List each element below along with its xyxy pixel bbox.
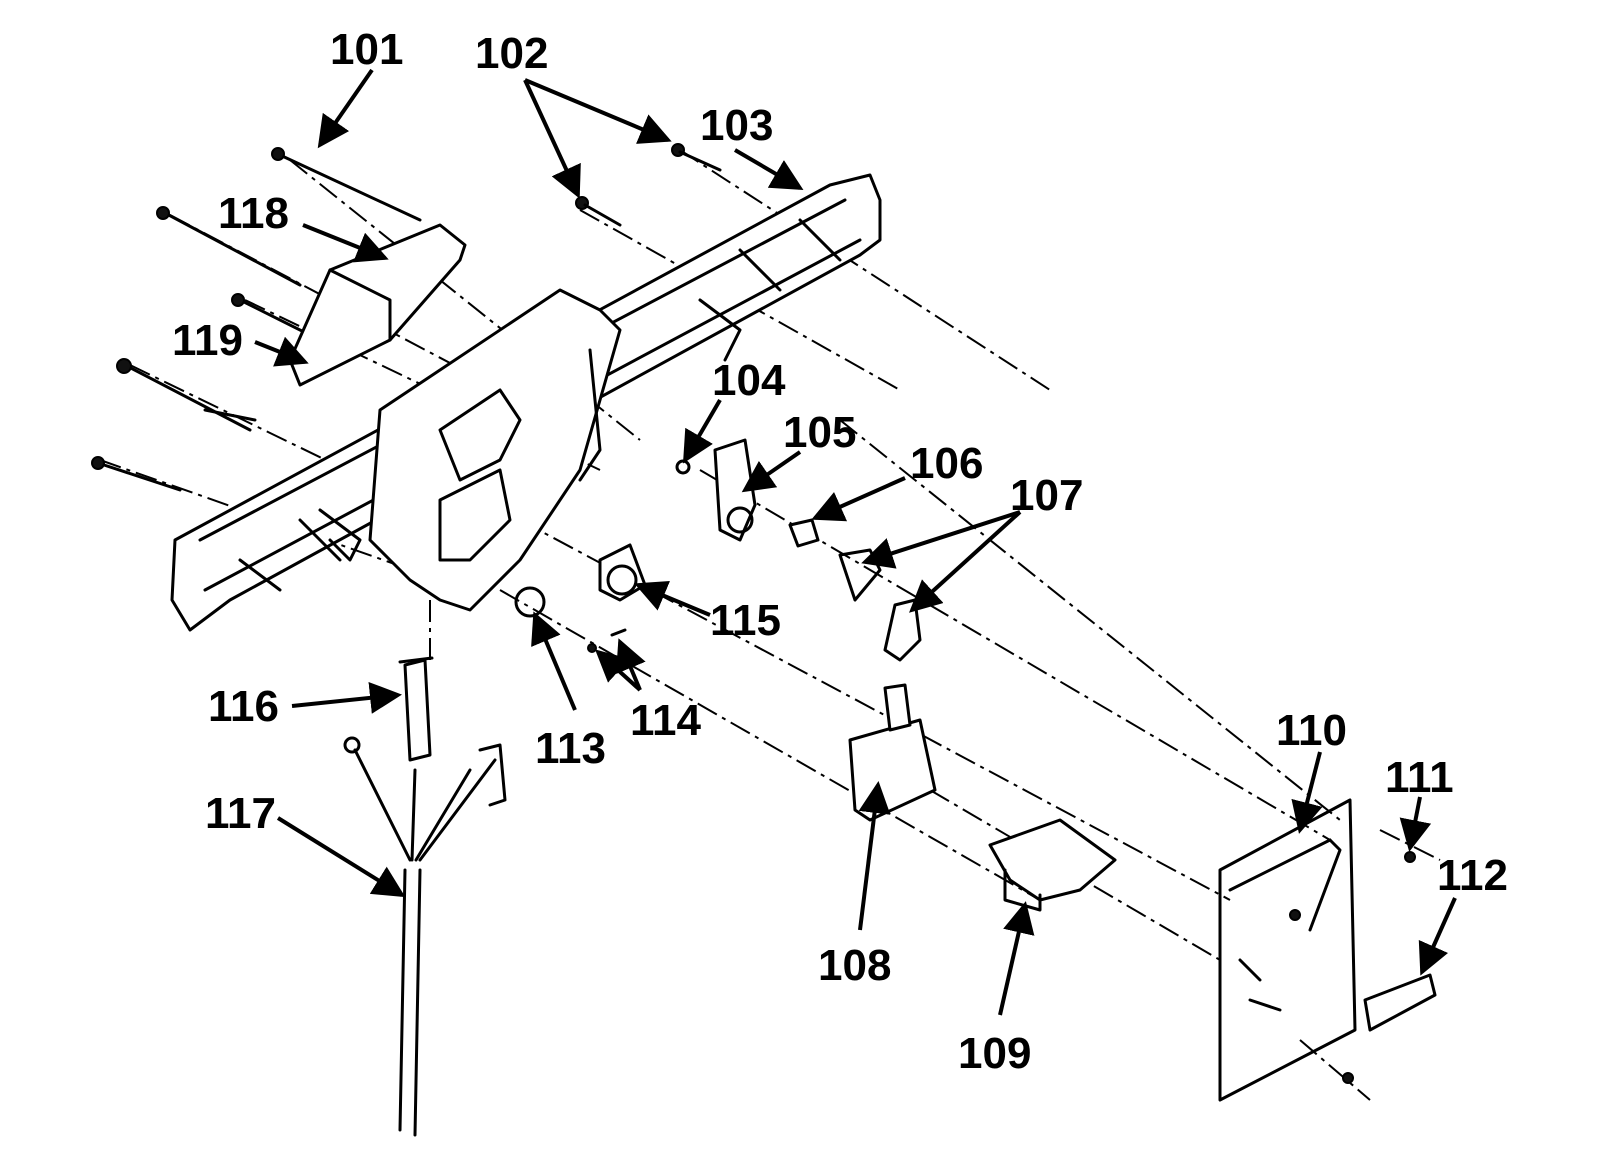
cover-housing — [288, 223, 467, 387]
callout-104: 104 — [712, 356, 786, 405]
callout-111: 111 — [1385, 753, 1454, 802]
callout-107: 107 — [1010, 471, 1083, 520]
callout-109: 109 — [958, 1029, 1031, 1078]
callout-101: 101 — [330, 25, 403, 74]
callout-108: 108 — [818, 941, 891, 990]
callout-102: 102 — [475, 29, 548, 78]
callout-labels: 101 102 103 104 105 106 107 108 109 110 … — [172, 25, 1508, 1078]
callout-106: 106 — [910, 439, 983, 488]
long-channel-frame — [1218, 798, 1357, 1102]
callout-112: 112 — [1437, 851, 1508, 900]
callout-114: 114 — [630, 696, 702, 745]
callout-110: 110 — [1276, 706, 1347, 755]
callout-116: 116 — [208, 682, 279, 731]
callout-103: 103 — [700, 101, 773, 150]
callout-119: 119 — [172, 316, 243, 365]
main-housing — [368, 288, 622, 612]
leader-lines — [254, 68, 1457, 1016]
callout-113: 113 — [535, 724, 606, 773]
callout-105: 105 — [783, 408, 856, 457]
callout-118: 118 — [218, 189, 289, 238]
callout-117: 117 — [205, 789, 276, 838]
callout-115: 115 — [710, 596, 781, 645]
